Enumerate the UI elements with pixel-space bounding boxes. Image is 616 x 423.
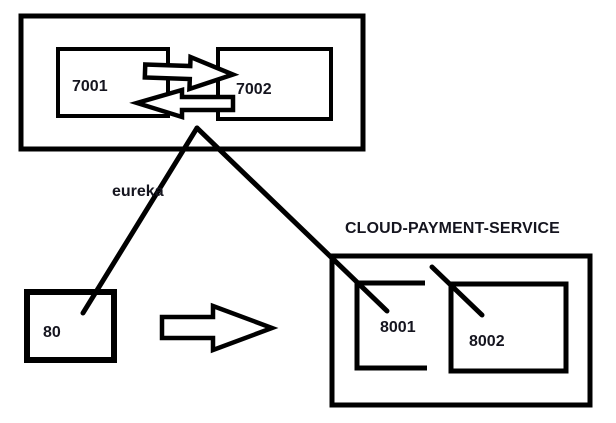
payment-service-box xyxy=(329,253,593,408)
replication-arrow-right-icon xyxy=(142,53,240,93)
eureka-label: eureka xyxy=(112,183,164,200)
eureka-node-7001-label: 7001 xyxy=(72,78,108,95)
registration-line-client xyxy=(80,125,200,316)
eureka-node-7001-box xyxy=(56,47,170,118)
payment-node-8002-label: 8002 xyxy=(469,333,505,350)
registration-line-8002 xyxy=(429,264,485,318)
request-flow-arrow-icon xyxy=(159,302,279,354)
eureka-node-7002-box xyxy=(216,47,333,121)
client-80-box xyxy=(24,289,117,363)
payment-node-8001-box xyxy=(354,280,427,371)
eureka-node-7002-label: 7002 xyxy=(236,81,272,98)
payment-node-8001-label: 8001 xyxy=(380,319,416,336)
payment-node-8002-box xyxy=(448,281,569,374)
client-80-label: 80 xyxy=(43,324,61,341)
payment-service-title: CLOUD-PAYMENT-SERVICE xyxy=(345,220,560,237)
replication-arrow-left-icon xyxy=(129,87,236,121)
eureka-cluster-box xyxy=(18,13,366,152)
